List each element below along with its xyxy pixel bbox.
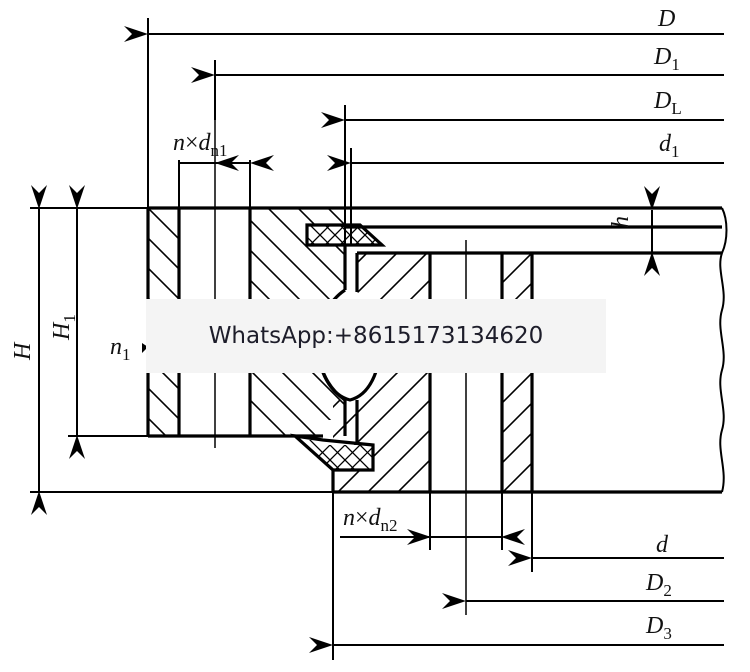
dim-n-dn1 [178,155,274,208]
dim-d1 [327,148,724,208]
label-n1: n1 [110,334,131,364]
gap-lines [344,208,722,245]
label-n-dn1: n×dn1 [173,130,228,160]
top-seal [305,223,387,247]
label-D2: D2 [645,570,672,600]
label-D1: D1 [653,44,680,74]
dim-d [508,492,724,572]
label-n-dn2: n×dn2 [343,505,398,535]
label-D: D [657,6,675,32]
label-d1: d1 [659,131,680,161]
label-D3: D3 [645,613,672,643]
dim-D3 [309,492,724,660]
dim-D1 [191,60,724,120]
watermark-text: WhatsApp:+8615173134620 [208,323,544,349]
top-seal-crosshatch [307,225,382,245]
label-H: H [10,341,36,361]
bottom-seal [289,433,375,472]
label-DL: DL [653,88,682,118]
watermark-banner: WhatsApp:+8615173134620 [146,299,606,373]
dim-H1 [68,185,148,459]
label-H1: H1 [49,314,79,341]
label-d: d [656,532,669,558]
break-line [719,207,728,493]
dim-H [30,185,333,515]
dim-D [124,18,724,208]
dim-n-dn2 [340,492,525,550]
lubrication-marker-icon [142,343,148,353]
label-h: h [608,216,634,228]
